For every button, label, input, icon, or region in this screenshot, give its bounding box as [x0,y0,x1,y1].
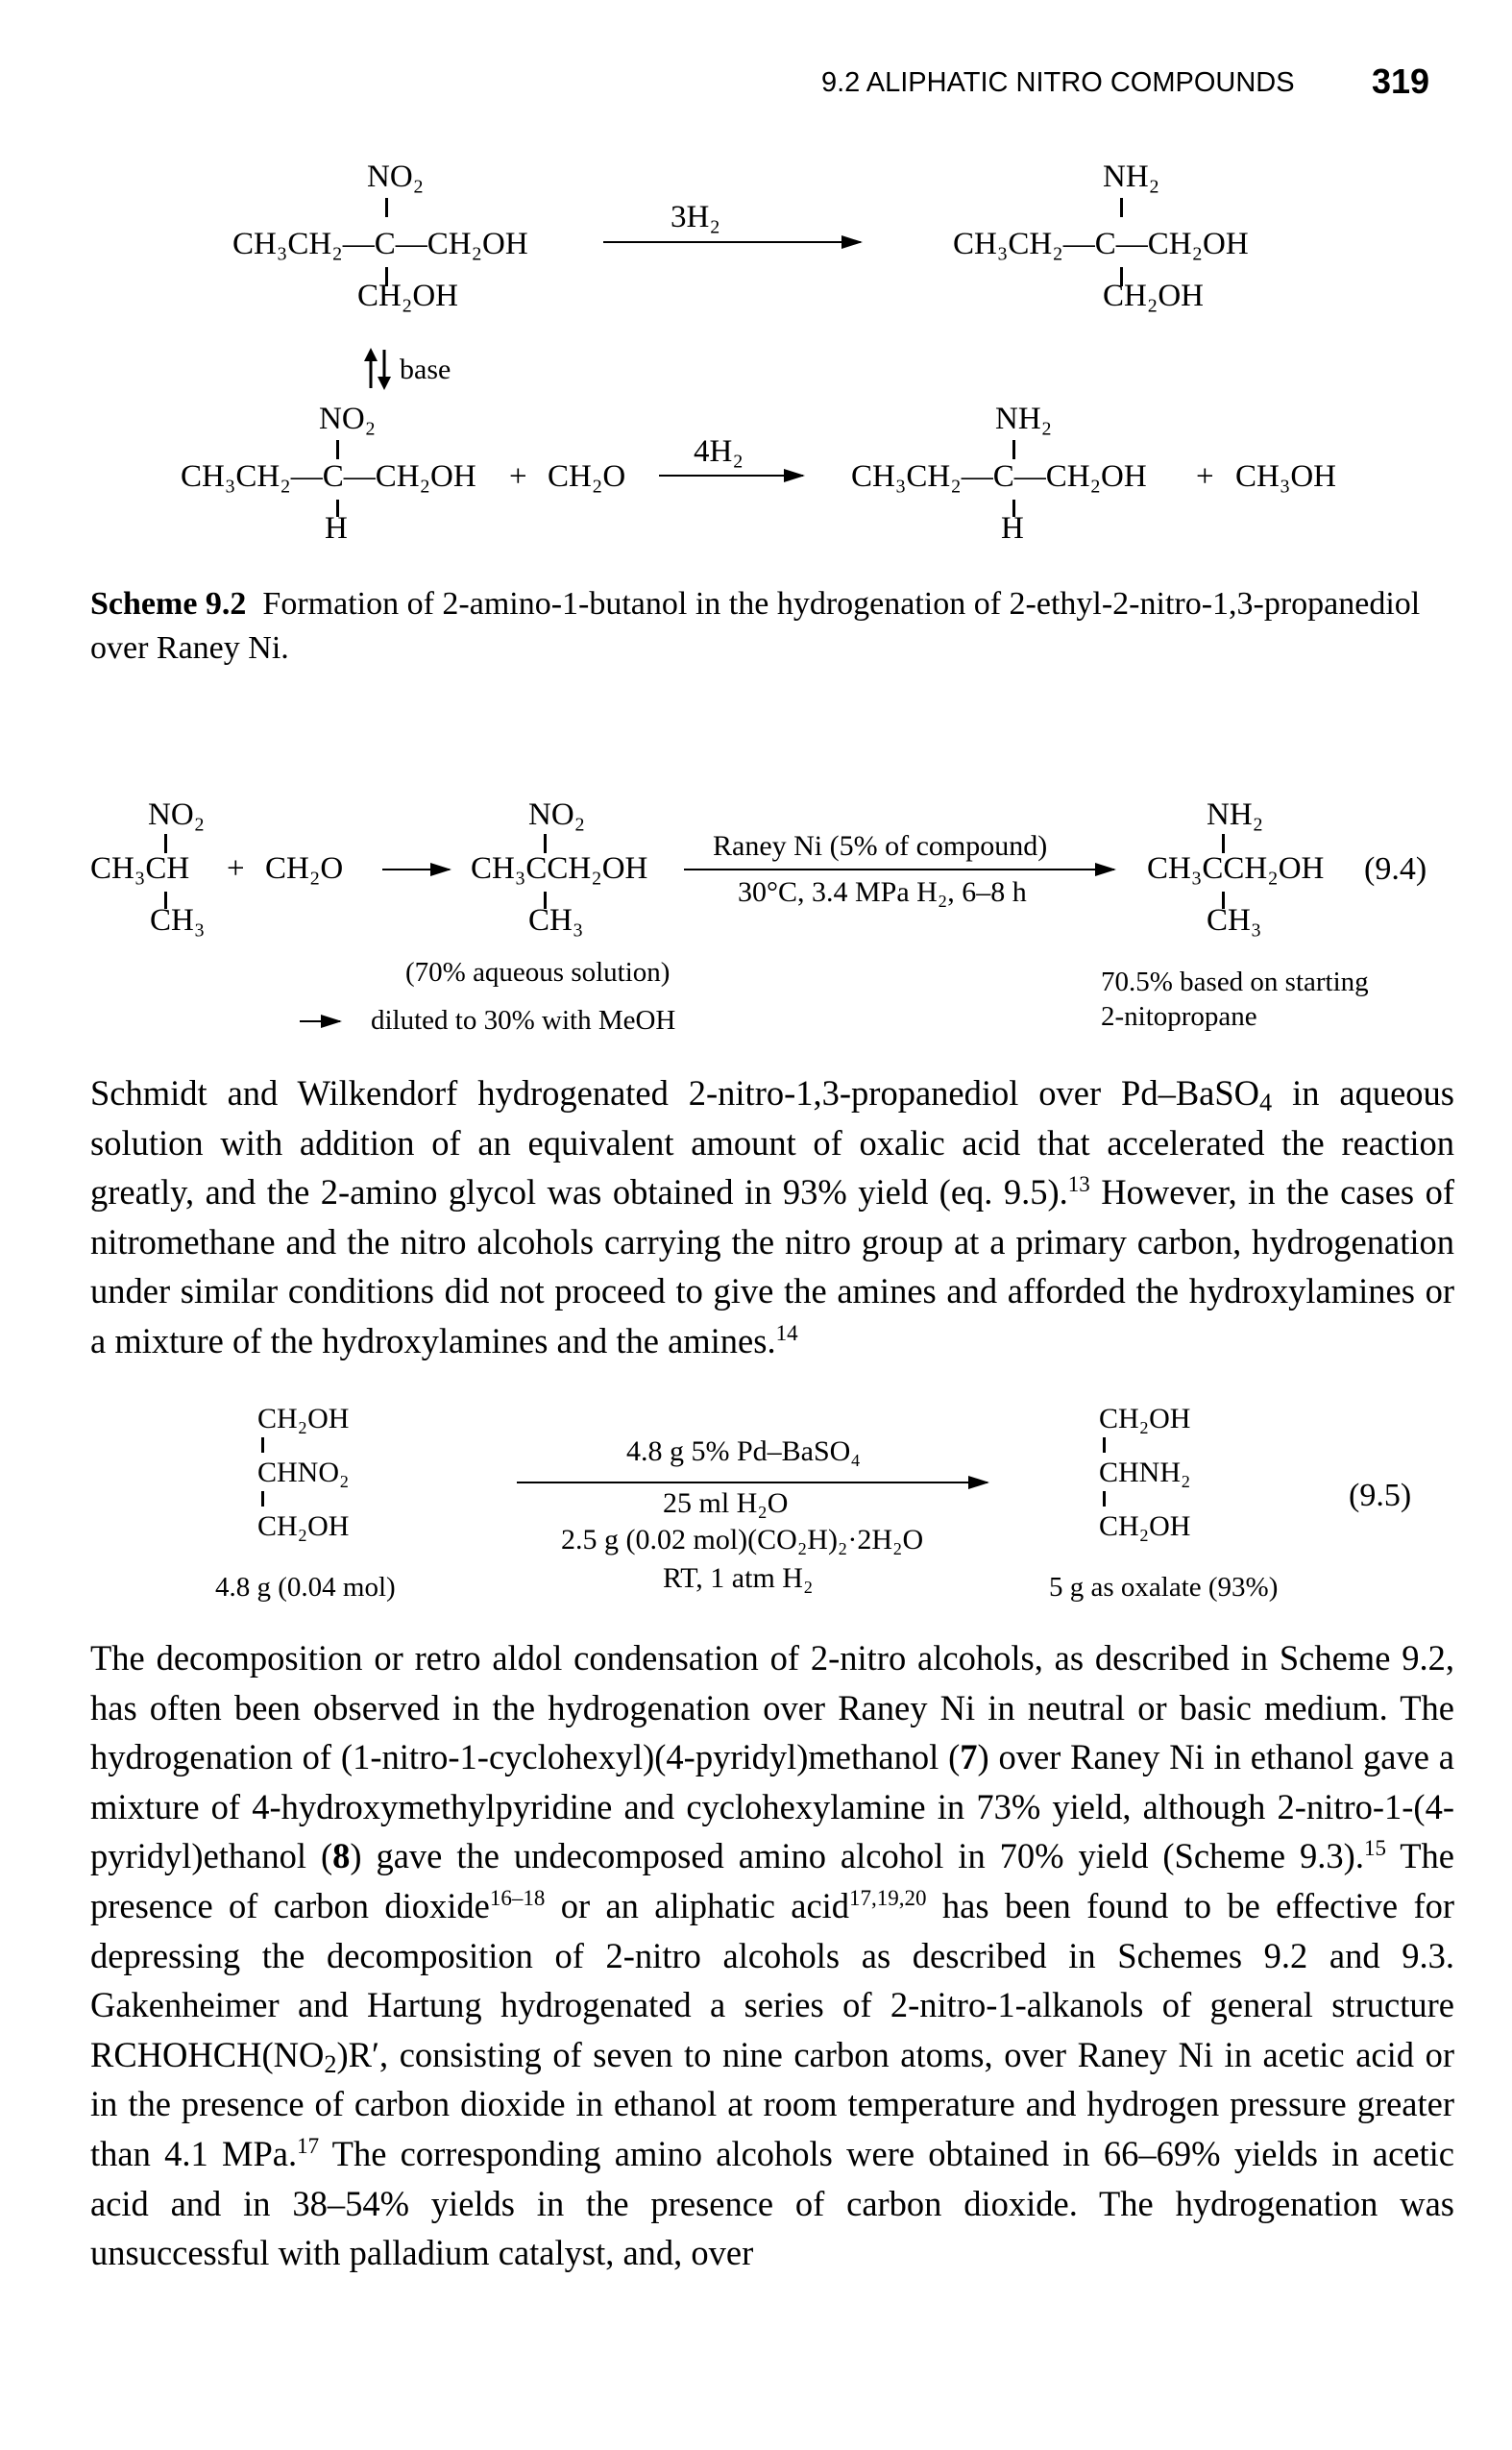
product-amount: 5 g as oxalate (93%) [1049,1572,1279,1603]
ch3oh: CH₃OH [1235,459,1337,494]
caption-label: Scheme 9.2 [90,586,247,622]
ch2o: CH₂O [265,851,344,886]
top-reaction-arrow [603,235,863,249]
cond-3: 2.5 g (0.02 mol)(CO₂H)₂·2H₂O [561,1524,924,1556]
reaction-arrow [517,1476,989,1489]
bond [164,834,167,853]
bond [164,892,167,909]
p-l1: CH₂OH [1099,1403,1191,1434]
caption-text: Formation of 2-amino-1-butanol in the hy… [90,586,1421,666]
tr-bottom: CH₂OH [1103,279,1205,313]
paragraph-2: The decomposition or retro aldol condens… [90,1638,1455,2273]
p-main: CH₃CCH₂OH [1147,851,1325,886]
bond [1222,892,1225,909]
bottom-reaction-arrow [659,469,805,482]
equation-number: (9.4) [1364,851,1427,887]
bond [544,834,547,853]
r2-top: NO₂ [528,797,586,832]
bond [1012,440,1015,459]
r1-main: CH₃CH [90,851,190,886]
cond-2: 25 ml H₂O [663,1487,789,1519]
bl-no2: NO₂ [319,402,377,436]
r2-main: CH₃CCH₂OH [471,851,648,886]
equilibrium-arrows-icon [363,348,392,390]
bond [1120,198,1123,217]
reactant-amount: 4.8 g (0.04 mol) [215,1572,396,1603]
bottom-arrow-label: 4H₂ [694,434,744,469]
scheme-caption: Scheme 9.2 Formation of 2-amino-1-butano… [90,582,1454,671]
r-l3: CH₂OH [257,1510,350,1542]
bl-main: CH₃CH₂—C—CH₂OH [181,459,476,494]
paragraph-1: Schmidt and Wilkendorf hydrogenated 2-ni… [90,1073,1454,1360]
small-arrow [300,1015,342,1028]
tr-nh2: NH₂ [1103,159,1160,194]
tl-main: CH₃CH₂—C—CH₂OH [232,227,528,261]
running-title: 9.2 ALIPHATIC NITRO COMPOUNDS [821,67,1295,98]
reaction-arrow [684,863,1116,876]
bond [385,267,388,286]
r1-top: NO₂ [148,797,206,832]
tl-no2: NO₂ [367,159,425,194]
p-top: NH₂ [1207,797,1264,832]
top-arrow-label: 3H₂ [671,200,720,234]
plus: + [1196,459,1214,494]
yield-2: 2-nitopropane [1101,1001,1257,1032]
r1-bottom: CH₃ [150,903,206,938]
cond-bottom: 30°C, 3.4 MPa H₂, 6–8 h [738,876,1027,908]
br-bottom: H [1001,511,1024,546]
p-bottom: CH₃ [1207,903,1262,938]
yield-1: 70.5% based on starting [1101,967,1369,997]
r-l2: CHNO₂ [257,1457,350,1488]
bond [1012,500,1015,517]
br-main: CH₃CH₂—C—CH₂OH [851,459,1147,494]
cond-top: Raney Ni (5% of compound) [713,830,1048,862]
ch2o: CH₂O [548,459,626,494]
bond [336,440,339,459]
bond [385,198,388,217]
p-l2: CHNH₂ [1099,1457,1191,1488]
note-1: (70% aqueous solution) [405,957,671,988]
plus: + [227,851,245,886]
note-2: diluted to 30% with MeOH [371,1005,676,1036]
plus: + [509,459,527,494]
tr-main: CH₃CH₂—C—CH₂OH [953,227,1249,261]
cond-1: 4.8 g 5% Pd–BaSO₄ [626,1435,861,1467]
equation-number: (9.5) [1349,1478,1412,1513]
cond-4: RT, 1 atm H₂ [663,1562,814,1594]
r-l1: CH₂OH [257,1403,350,1434]
bond [1103,1491,1106,1507]
r2-bottom: CH₃ [528,903,584,938]
bond [544,892,547,909]
p-l3: CH₂OH [1099,1510,1191,1542]
bond [1103,1437,1106,1453]
bond [261,1437,264,1453]
bond [1120,267,1123,286]
bond [336,500,339,517]
base-label: base [400,354,451,385]
tl-bottom: CH₂OH [357,279,459,313]
reaction-arrow [382,863,451,876]
page-number: 319 [1372,61,1430,101]
br-nh2: NH₂ [995,402,1053,436]
bl-bottom: H [325,511,348,546]
bond [261,1491,264,1507]
bond [1222,834,1225,853]
